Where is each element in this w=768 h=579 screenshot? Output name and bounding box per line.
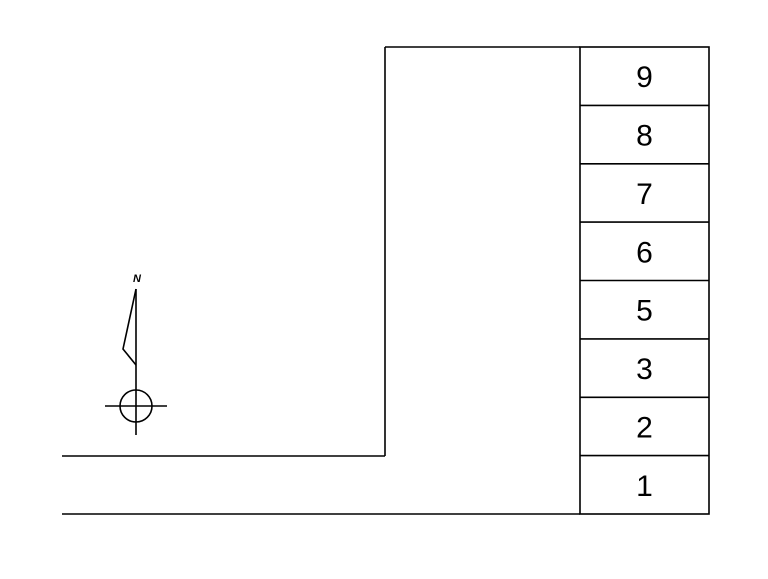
compass-needle-arrow	[122, 288, 137, 366]
floor-label: 9	[636, 61, 653, 94]
floor-label: 7	[636, 178, 653, 211]
floor-directory: 9 8 7 6 5 3 2 1	[579, 46, 710, 515]
floor-label: 1	[636, 470, 653, 503]
north-compass-icon: N	[105, 273, 167, 435]
floor-label: 6	[636, 236, 653, 269]
floor-label: 3	[636, 353, 653, 386]
road-lines	[62, 46, 580, 515]
floor-label: 2	[636, 411, 653, 444]
north-label: N	[133, 273, 142, 285]
floor-label: 8	[636, 120, 653, 153]
floor-label: 5	[636, 295, 653, 328]
